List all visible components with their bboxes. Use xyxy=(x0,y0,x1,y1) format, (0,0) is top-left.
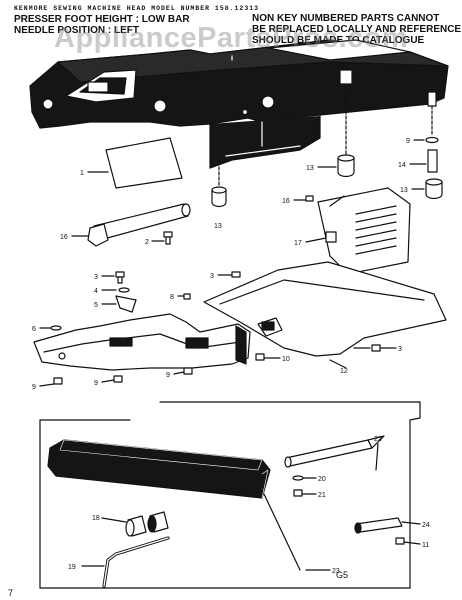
callout-5: 5 xyxy=(94,302,98,309)
part-2-screw xyxy=(151,231,173,245)
part-18-spools xyxy=(101,511,169,537)
callout-4: 4 xyxy=(94,288,98,295)
callout-13-left: 13 xyxy=(214,223,222,230)
part-17-bracket-cover xyxy=(293,187,411,275)
needle-position-note: NEEDLE POSITION : LEFT xyxy=(14,25,140,36)
non-key-note-line-3: SHOULD BE MADE TO CATALOGUE xyxy=(252,35,425,46)
parts-20-21-fasteners xyxy=(292,475,317,497)
machine-head-base xyxy=(29,39,449,169)
callout-13-center: 13 xyxy=(306,165,314,172)
callout-16-presser-bar: 16 xyxy=(60,234,68,241)
non-key-note-line-1: NON KEY NUMBERED PARTS CANNOT xyxy=(252,13,440,24)
non-key-note-line-2: BE REPLACED LOCALLY AND REFERENCE xyxy=(252,24,462,35)
accessory-box-outline xyxy=(39,401,421,589)
callout-14: 14 xyxy=(398,162,406,169)
callout-17: 17 xyxy=(294,240,302,247)
part-12-base-plate xyxy=(203,261,447,369)
callout-19: 19 xyxy=(68,564,76,571)
callout-21: 21 xyxy=(318,492,326,499)
presser-foot-note: PRESSER FOOT HEIGHT : LOW BAR xyxy=(14,14,190,25)
callout-18: 18 xyxy=(92,515,100,522)
callout-2: 2 xyxy=(145,239,149,246)
callout-24: 24 xyxy=(422,522,430,529)
callout-16-screw: 16 xyxy=(282,198,290,205)
callout-8: 8 xyxy=(170,294,174,301)
callout-9-middle: 9 xyxy=(94,380,98,387)
callout-12: 12 xyxy=(340,368,348,375)
part-13-bushings xyxy=(211,69,443,208)
model-header: KENMORE SEWING MACHINE HEAD MODEL NUMBER… xyxy=(14,5,260,12)
callout-20: 20 xyxy=(318,476,326,483)
callout-22: 22 xyxy=(374,436,382,443)
part-19-hex-key xyxy=(81,536,170,588)
callout-3-right: 3 xyxy=(398,346,402,353)
callout-23: 23 xyxy=(332,568,340,575)
callout-13-right: 13 xyxy=(400,187,408,194)
watermark: AppliancePartsPros.com xyxy=(54,22,409,54)
callout-6: 6 xyxy=(32,326,36,333)
parts-24-11-clip xyxy=(354,517,421,545)
callout-9-right: 9 xyxy=(166,372,170,379)
parts-6-9-10-screws xyxy=(39,325,281,387)
part-22-spindle xyxy=(284,435,385,471)
callout-11: 11 xyxy=(422,542,429,549)
callout-1: 1 xyxy=(80,170,84,177)
corner-mark: 7 xyxy=(8,588,13,598)
callout-3-center: 3 xyxy=(210,273,214,280)
page-code: G5 xyxy=(336,570,348,580)
part-16-presser-bar xyxy=(71,203,191,247)
part-1-face-plate xyxy=(87,137,183,189)
part-9-14-stud xyxy=(409,85,439,173)
part-8-bracket xyxy=(33,313,251,371)
callout-10: 10 xyxy=(282,356,290,363)
parts-3-4-5-screws xyxy=(101,271,397,352)
callout-labels: 1 16 2 13 13 9 14 13 16 17 3 4 5 8 3 6 9… xyxy=(8,138,430,598)
callout-9-left: 9 xyxy=(32,384,36,391)
callout-3-left: 3 xyxy=(94,274,98,281)
part-23-cover xyxy=(47,439,331,571)
callout-9-top: 9 xyxy=(406,138,410,145)
